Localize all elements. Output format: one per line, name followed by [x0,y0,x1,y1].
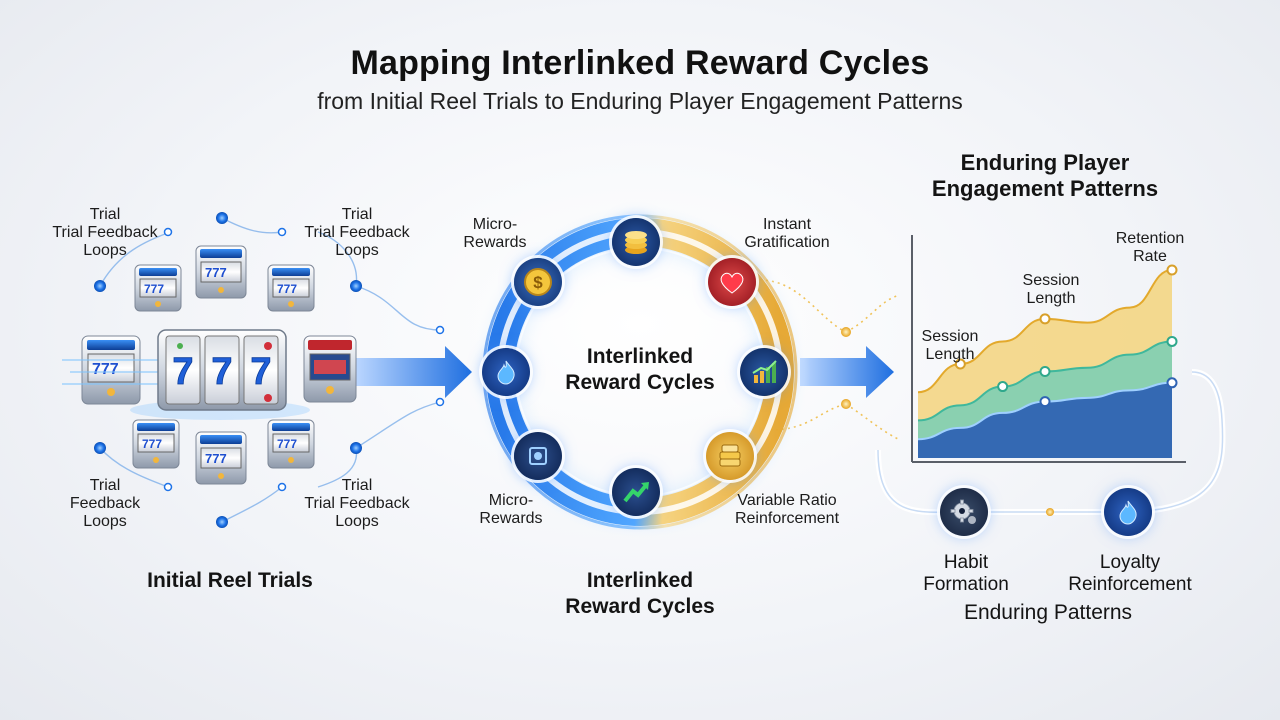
interlinked-cycles-section-label: Interlinked Reward Cycles [565,569,715,618]
loyalty-flame-icon [1104,488,1152,536]
network-node [94,442,106,454]
network-node [216,516,228,528]
slot-machine-small: 777 [195,431,247,485]
chart-label-session-length-low: Session Length [921,328,979,363]
gold-bars-icon [706,432,754,480]
svg-text:7: 7 [172,351,193,393]
chart-point [1166,377,1178,389]
trend-up-icon [612,468,660,516]
ring-center-label: Interlinked Reward Cycles [565,345,715,394]
slot-machine-small: 777 [134,264,182,312]
bar-chart-icon [740,348,788,396]
network-node [350,442,362,454]
chart-point [1039,396,1051,408]
network-node [216,212,228,224]
slot-machine-small [303,335,357,403]
dollar-coin-icon: $ [514,258,562,306]
svg-text:777: 777 [277,437,297,451]
feedback-label-top-right: Trial Trial Feedback Loops [304,206,410,259]
chart-label-retention-rate: Retention Rate [1115,230,1185,265]
svg-text:777: 777 [277,282,297,296]
svg-text:7: 7 [250,351,271,393]
chart-point [1039,366,1051,378]
main-reel: 7 7 7 [157,329,287,411]
node-label-bottom-right: Variable Ratio Reinforcement [734,492,840,527]
svg-text:777: 777 [205,451,227,466]
svg-text:777: 777 [92,361,119,378]
chart-point [1039,313,1051,325]
slot-machine-small: 777 [132,419,180,469]
chart-point [1166,264,1178,276]
node-label-bottom-left: Micro- Rewards [479,492,543,527]
node-label-top-left: Micro- Rewards [463,216,527,251]
initial-reel-trials-label: Initial Reel Trials [147,569,313,592]
feedback-label-bottom-right: Trial Trial Feedback Loops [304,477,410,530]
shield-icon [514,432,562,480]
enduring-patterns-label: Enduring Patterns [963,601,1133,624]
svg-text:777: 777 [144,282,164,296]
chart-label-session-length-high: Session Length [1022,272,1080,307]
habit-formation-label: Habit Formation [923,552,1009,595]
slot-machine-small: 777 [195,245,247,299]
arrow-to-patterns [800,346,894,398]
svg-text:777: 777 [142,437,162,451]
feedback-label-top-left: Trial Trial Feedback Loops [52,206,158,259]
chart-point [954,358,966,370]
chart-point [997,381,1009,393]
feedback-label-bottom-left: Trial Feedback Loops [69,477,141,530]
coin-stack-icon [612,218,660,266]
arrow-to-cycles [355,346,472,398]
slot-machine-small: 777 [81,335,141,405]
gear-icon [940,488,988,536]
page-title: Mapping Interlinked Reward Cycles [350,44,930,82]
svg-text:7: 7 [211,351,232,393]
svg-text:$: $ [533,273,543,292]
chart-point [1166,335,1178,347]
node-label-top-right: Instant Gratification [744,216,830,251]
chart-series-area-3 [918,382,1172,458]
heart-icon [708,258,756,306]
svg-text:777: 777 [205,265,227,280]
network-node [350,280,362,292]
page-subtitle: from Initial Reel Trials to Enduring Pla… [317,88,963,114]
engagement-patterns-title: Enduring Player Engagement Patterns [931,150,1159,201]
slot-machine-small: 777 [267,264,315,312]
flame-icon [482,348,530,396]
slot-machine-small: 777 [267,419,315,469]
loyalty-reinforcement-label: Loyalty Reinforcement [1068,552,1192,595]
network-node [94,280,106,292]
